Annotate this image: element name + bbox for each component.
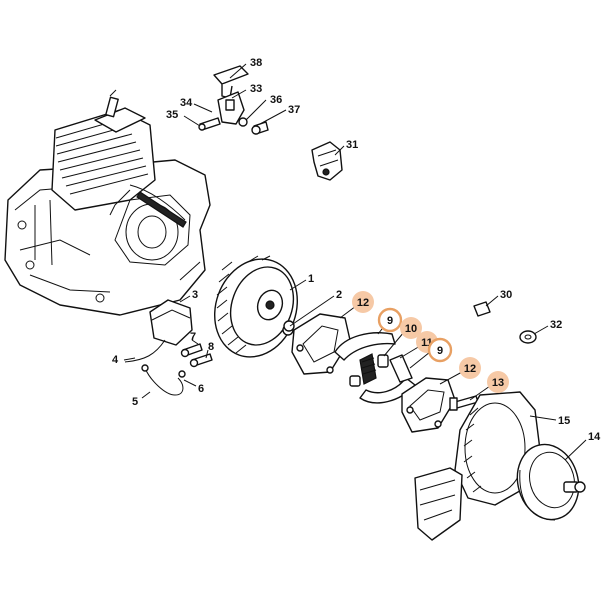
label-2: 2 — [336, 289, 342, 301]
part-1-flywheel — [214, 255, 298, 358]
label-30: 30 — [500, 289, 512, 301]
part-7-8-screws — [180, 343, 213, 368]
label-33: 33 — [250, 83, 262, 95]
label-7: 7 — [190, 331, 196, 343]
part-12-carrier-plate-right — [401, 377, 456, 433]
wire-harness — [109, 184, 187, 228]
label-8: 8 — [208, 341, 214, 353]
highlight-13: 13 — [487, 371, 509, 393]
highlight-12-upper: 12 — [352, 291, 374, 313]
part-3-ignition-module — [124, 299, 193, 363]
label-14: 14 — [588, 431, 601, 443]
part-35-screw — [198, 117, 221, 131]
label-11: 11 — [421, 337, 433, 349]
highlight-9-upper: 9 — [377, 307, 403, 333]
highlight-10: 10 — [400, 317, 422, 339]
label-15: 15 — [558, 415, 570, 427]
part-9-clutch-shoe-lower — [359, 354, 416, 404]
part-31-connector — [311, 141, 343, 181]
cylinder — [51, 89, 156, 211]
label-35: 35 — [166, 109, 178, 121]
label-9-lower: 9 — [437, 345, 443, 357]
label-36: 36 — [270, 94, 282, 106]
label-4: 4 — [112, 354, 119, 366]
highlight-9-lower: 9 — [427, 337, 453, 363]
label-5: 5 — [132, 396, 138, 408]
part-labels: 38 33 34 35 36 37 31 1 2 3 4 5 6 7 8 12 … — [112, 57, 601, 443]
part-32-washer — [519, 330, 537, 344]
label-3: 3 — [192, 289, 198, 301]
part-36-37-nut — [238, 117, 269, 135]
label-12-lower: 12 — [464, 363, 476, 375]
part-38-hook — [213, 65, 249, 99]
label-13: 13 — [492, 377, 504, 389]
label-34: 34 — [180, 97, 193, 109]
label-9-upper: 9 — [387, 315, 393, 327]
label-10: 10 — [405, 323, 417, 335]
label-38: 38 — [250, 57, 262, 69]
part-14-clutch-drum — [516, 443, 586, 521]
label-32: 32 — [550, 319, 562, 331]
part-10-11-springs — [349, 353, 389, 387]
part-9-clutch-shoe — [334, 332, 396, 361]
label-37: 37 — [288, 104, 300, 116]
label-1: 1 — [308, 273, 314, 285]
part-5-6-wire — [141, 364, 186, 396]
part-33-bracket — [217, 91, 245, 125]
label-31: 31 — [346, 139, 358, 151]
label-6: 6 — [198, 383, 204, 395]
label-12-upper: 12 — [357, 297, 369, 309]
part-2-washer — [283, 320, 295, 332]
highlight-12-lower: 12 — [459, 357, 481, 379]
